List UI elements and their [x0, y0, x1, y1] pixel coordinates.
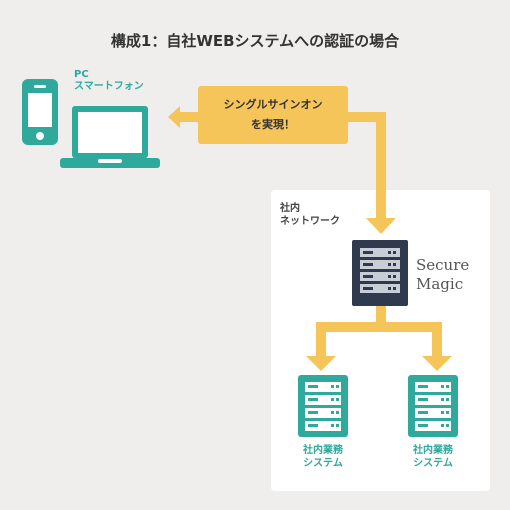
business-server-icon: [408, 375, 458, 437]
intranet-label-line2: ネットワーク: [280, 216, 340, 227]
arrow-sso-to-secure-magic-head: [366, 218, 396, 234]
arrow-to-left-system-head: [306, 356, 336, 371]
secure-magic-line2: Magic: [416, 275, 464, 293]
arrow-sso-to-secure-magic-drop: [376, 112, 386, 220]
intranet-label-line1: 社内: [280, 203, 300, 214]
business-system-label-line1: 社内業務: [303, 445, 343, 456]
secure-magic-label: Secure Magic: [416, 256, 469, 294]
server-icon: [352, 240, 408, 306]
business-system-label-line1: 社内業務: [413, 445, 453, 456]
device-label: PC スマートフォン: [74, 69, 144, 93]
arrow-sso-to-secure-magic-line: [346, 112, 386, 122]
smartphone-icon: [22, 79, 58, 145]
business-system-label-left: 社内業務 システム: [288, 444, 358, 470]
intranet-label: 社内 ネットワーク: [280, 202, 340, 228]
arrow-branch: [316, 322, 442, 332]
sso-line1: シングルサインオン: [223, 98, 323, 111]
business-system-label-line2: システム: [413, 458, 453, 469]
arrow-devices-to-sso: [168, 106, 200, 128]
business-system-label-right: 社内業務 システム: [398, 444, 468, 470]
device-label-pc: PC: [74, 69, 89, 80]
secure-magic-line1: Secure: [416, 256, 470, 274]
diagram-title: 構成1：自社WEBシステムへの認証の場合: [110, 32, 400, 50]
sso-line2: を実現！: [251, 118, 295, 131]
device-label-smartphone: スマートフォン: [74, 81, 144, 92]
arrow-left-drop: [316, 322, 326, 358]
business-server-icon: [298, 375, 348, 437]
arrow-to-right-system-head: [422, 356, 452, 371]
laptop-icon: [60, 106, 160, 168]
sso-box: シングルサインオン を実現！: [198, 86, 348, 144]
business-system-label-line2: システム: [303, 458, 343, 469]
arrow-stem: [376, 306, 386, 330]
arrow-right-drop: [432, 322, 442, 358]
